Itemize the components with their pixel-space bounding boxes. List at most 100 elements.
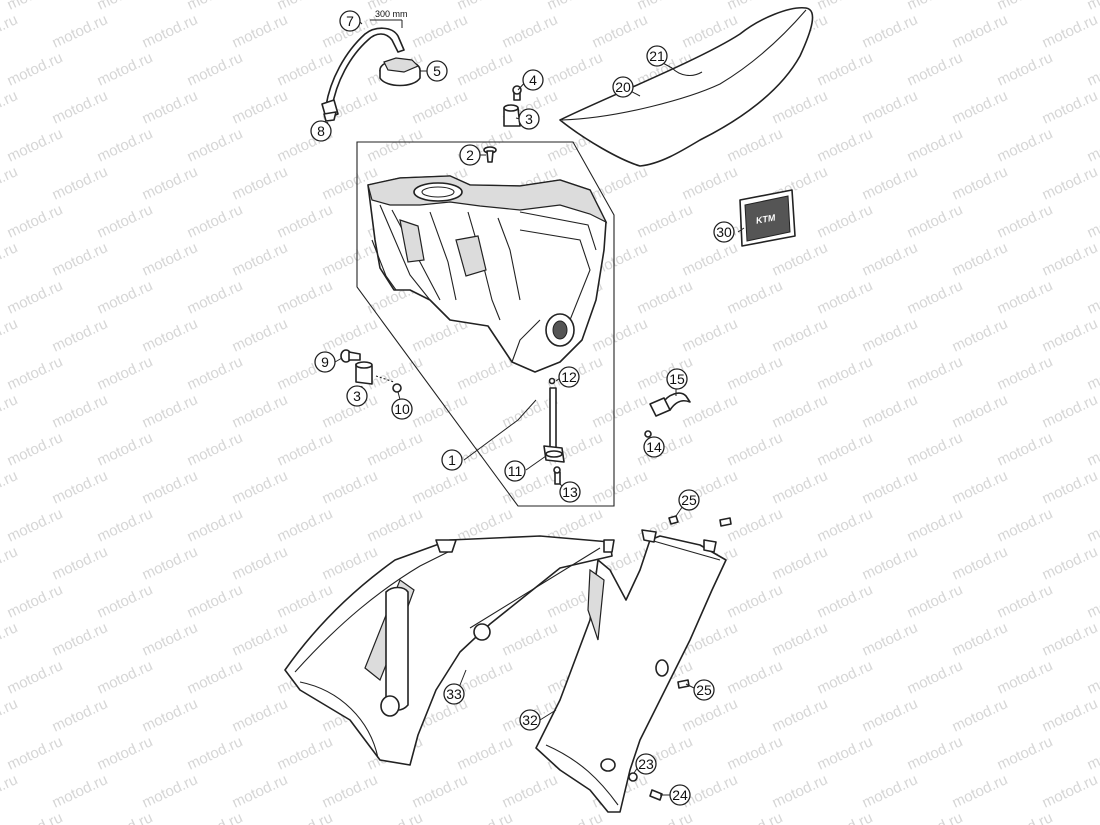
watermark-text: motod.ru bbox=[725, 277, 786, 317]
watermark-text: motod.ru bbox=[140, 695, 201, 735]
callout-20[interactable]: 20 bbox=[612, 76, 634, 98]
right-spoiler[interactable] bbox=[535, 529, 727, 813]
watermark-text: motod.ru bbox=[0, 543, 20, 583]
watermark-text: motod.ru bbox=[455, 733, 516, 773]
watermark-text: motod.ru bbox=[1040, 11, 1100, 51]
callout-8[interactable]: 8 bbox=[310, 120, 332, 142]
watermark-text: motod.ru bbox=[0, 239, 20, 279]
watermark-text: motod.ru bbox=[5, 277, 66, 317]
watermark-text: motod.ru bbox=[905, 277, 966, 317]
watermark-text: motod.ru bbox=[95, 0, 156, 14]
watermark-text: motod.ru bbox=[500, 11, 561, 51]
svg-text:8: 8 bbox=[317, 123, 325, 139]
callout-14[interactable]: 14 bbox=[643, 436, 665, 458]
rubber-bushing-top[interactable] bbox=[503, 104, 521, 127]
watermark-text: motod.ru bbox=[95, 505, 156, 545]
callout-12[interactable]: 12 bbox=[558, 366, 580, 388]
watermark-text: motod.ru bbox=[995, 201, 1056, 241]
watermark-text: motod.ru bbox=[50, 163, 111, 203]
callout-10[interactable]: 10 bbox=[391, 398, 413, 420]
svg-text:20: 20 bbox=[615, 79, 631, 95]
watermark-text: motod.ru bbox=[140, 771, 201, 811]
hose-clip[interactable] bbox=[644, 430, 652, 438]
svg-text:11: 11 bbox=[508, 463, 523, 479]
hose-valve[interactable] bbox=[321, 99, 339, 122]
callout-33[interactable]: 33 bbox=[443, 683, 465, 705]
watermark-text: motod.ru bbox=[320, 771, 381, 811]
watermark-text: motod.ru bbox=[140, 391, 201, 431]
callout-4[interactable]: 4 bbox=[522, 69, 544, 91]
spoiler-nut[interactable] bbox=[628, 772, 638, 782]
callout-30[interactable]: 30 bbox=[713, 221, 735, 243]
fuel-tap-screw[interactable] bbox=[553, 466, 561, 485]
watermark-text: motod.ru bbox=[995, 0, 1056, 14]
bolt-side[interactable] bbox=[340, 349, 361, 363]
nut-side[interactable] bbox=[375, 375, 402, 393]
callout-21[interactable]: 21 bbox=[646, 45, 668, 67]
svg-text:30: 30 bbox=[716, 224, 732, 240]
callout-9[interactable]: 9 bbox=[314, 351, 336, 373]
seat[interactable] bbox=[559, 7, 814, 167]
callout-24[interactable]: 24 bbox=[669, 784, 691, 806]
callout-13[interactable]: 13 bbox=[559, 481, 581, 503]
watermark-text: motod.ru bbox=[500, 771, 561, 811]
watermark-text: motod.ru bbox=[140, 315, 201, 355]
watermark-text: motod.ru bbox=[50, 543, 111, 583]
watermark-text: motod.ru bbox=[815, 353, 876, 393]
watermark-text: motod.ru bbox=[905, 0, 966, 14]
watermark-text: motod.ru bbox=[680, 163, 741, 203]
screw-spoiler-top[interactable] bbox=[668, 515, 732, 527]
rubber-bushing-side[interactable] bbox=[355, 361, 373, 385]
watermark-text: motod.ru bbox=[5, 505, 66, 545]
watermark-text: motod.ru bbox=[1040, 391, 1100, 431]
watermark-text: motod.ru bbox=[725, 657, 786, 697]
watermark-text: motod.ru bbox=[140, 11, 201, 51]
watermark-text: motod.ru bbox=[5, 733, 66, 773]
fuel-hose[interactable] bbox=[649, 392, 691, 417]
watermark-text: motod.ru bbox=[140, 239, 201, 279]
screw-spoiler-side[interactable] bbox=[677, 679, 690, 689]
callout-25-top[interactable]: 25 bbox=[678, 489, 700, 511]
callout-5[interactable]: 5 bbox=[426, 60, 448, 82]
watermark-text: motod.ru bbox=[1085, 277, 1100, 317]
breather-hose[interactable]: 300 mm bbox=[325, 9, 408, 109]
callout-3-side[interactable]: 3 bbox=[346, 385, 368, 407]
fuel-cap[interactable] bbox=[379, 57, 421, 87]
watermark-text: motod.ru bbox=[995, 49, 1056, 89]
screw-small-top[interactable] bbox=[512, 85, 522, 101]
watermark-text: motod.ru bbox=[185, 353, 246, 393]
watermark-text: motod.ru bbox=[905, 429, 966, 469]
watermark-text: motod.ru bbox=[50, 315, 111, 355]
callout-25-side[interactable]: 25 bbox=[693, 679, 715, 701]
callout-23[interactable]: 23 bbox=[635, 753, 657, 775]
watermark-text: motod.ru bbox=[275, 277, 336, 317]
svg-text:10: 10 bbox=[394, 401, 410, 417]
watermark-text: motod.ru bbox=[95, 657, 156, 697]
svg-text:2: 2 bbox=[466, 147, 474, 163]
watermark-text: motod.ru bbox=[905, 125, 966, 165]
fuel-tap[interactable] bbox=[543, 387, 565, 463]
watermark-text: motod.ru bbox=[455, 809, 516, 825]
watermark-text: motod.ru bbox=[230, 315, 291, 355]
callout-3-top[interactable]: 3 bbox=[518, 108, 540, 130]
screw-tank-front[interactable] bbox=[483, 146, 497, 163]
watermark-text: motod.ru bbox=[230, 619, 291, 659]
callout-1[interactable]: 1 bbox=[441, 449, 463, 471]
watermark-text: motod.ru bbox=[1040, 467, 1100, 507]
fuel-tank[interactable] bbox=[367, 175, 608, 373]
callout-7[interactable]: 7 bbox=[339, 10, 361, 32]
watermark-text: motod.ru bbox=[995, 429, 1056, 469]
watermark-text: motod.ru bbox=[5, 353, 66, 393]
spoiler-screw-bottom[interactable] bbox=[649, 789, 663, 801]
watermark-text: motod.ru bbox=[815, 0, 876, 14]
watermark-text: motod.ru bbox=[1040, 771, 1100, 811]
tank-decal[interactable]: KTM bbox=[739, 189, 796, 247]
left-spoiler[interactable] bbox=[284, 535, 615, 766]
callout-11[interactable]: 11 bbox=[504, 460, 526, 482]
watermark-text: motod.ru bbox=[140, 619, 201, 659]
callout-32[interactable]: 32 bbox=[519, 709, 541, 731]
callout-15[interactable]: 15 bbox=[666, 368, 688, 390]
fuel-tap-washer[interactable] bbox=[548, 377, 556, 385]
callout-2[interactable]: 2 bbox=[459, 144, 481, 166]
